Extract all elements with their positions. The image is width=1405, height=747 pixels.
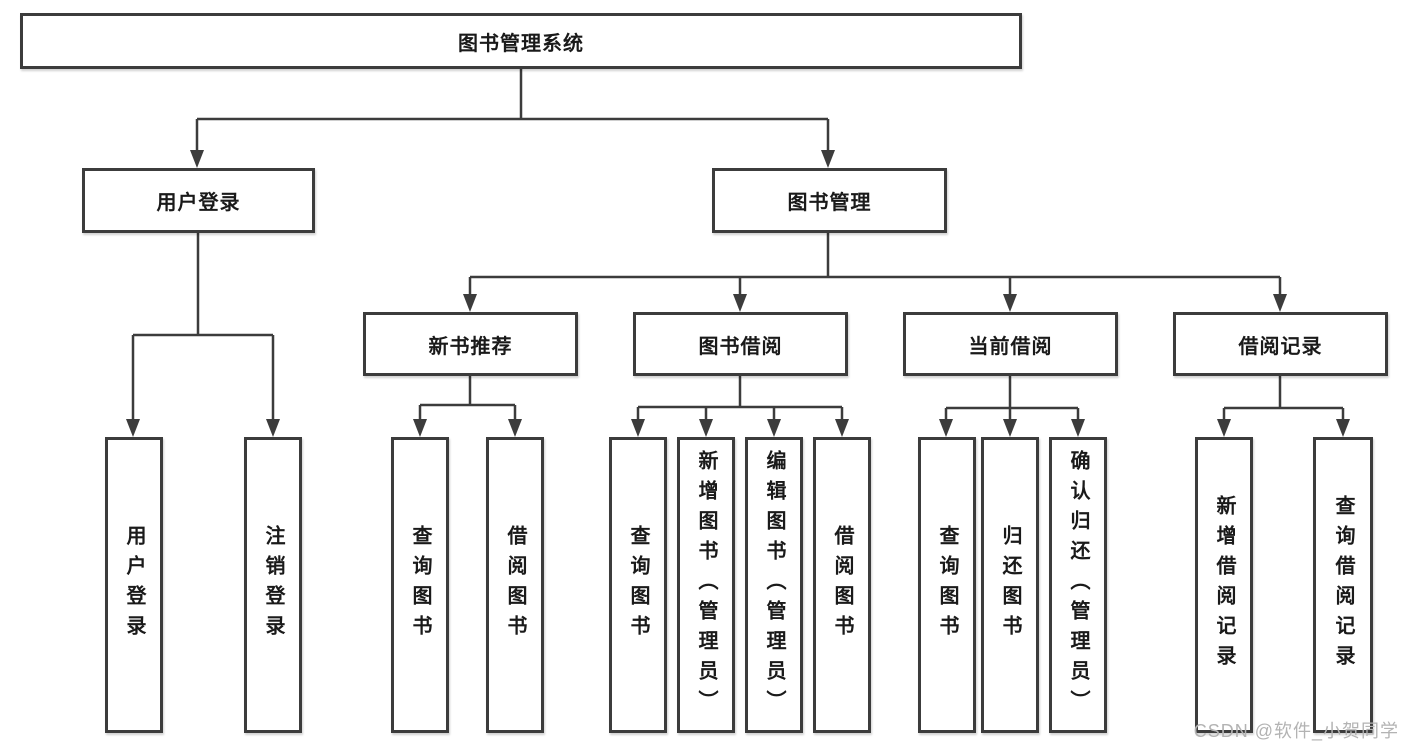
node-new-book-recommend: 新书推荐 (363, 312, 578, 376)
connector-recommend-to-leaves (418, 376, 517, 421)
leaf-user-login: 用户登录 (105, 437, 163, 733)
connector-bookmgmt-to-modules (468, 233, 1282, 296)
leaf-borrow-add-books-admin: 新增图书（管理员） (677, 437, 735, 733)
leaf-recommend-borrow-books: 借阅图书 (486, 437, 544, 733)
node-borrow-records: 借阅记录 (1173, 312, 1388, 376)
leaf-borrow-edit-books-admin: 编辑图书（管理员） (745, 437, 803, 733)
connector-records-to-leaves (1222, 376, 1345, 421)
leaf-records-add-record: 新增借阅记录 (1195, 437, 1253, 733)
connector-root-to-level2 (195, 69, 830, 152)
node-root: 图书管理系统 (20, 13, 1022, 69)
node-book-management-branch: 图书管理 (712, 168, 947, 233)
leaf-current-return-books: 归还图书 (981, 437, 1039, 733)
connector-userlogin-to-leaves (131, 233, 275, 421)
leaf-current-confirm-return-admin: 确认归还（管理员） (1049, 437, 1107, 733)
connector-current-to-leaves (944, 376, 1080, 421)
leaf-current-query-books: 查询图书 (918, 437, 976, 733)
csdn-watermark: CSDN @软件_小贺同学 (1193, 721, 1399, 741)
leaf-recommend-query-books: 查询图书 (391, 437, 449, 733)
leaf-borrow-query-books: 查询图书 (609, 437, 667, 733)
node-user-login-branch: 用户登录 (82, 168, 315, 233)
leaf-logout: 注销登录 (244, 437, 302, 733)
leaf-borrow-borrow-books: 借阅图书 (813, 437, 871, 733)
node-current-borrow: 当前借阅 (903, 312, 1118, 376)
leaf-records-query-record: 查询借阅记录 (1313, 437, 1373, 733)
node-book-borrow: 图书借阅 (633, 312, 848, 376)
connector-borrow-to-leaves (636, 376, 844, 421)
